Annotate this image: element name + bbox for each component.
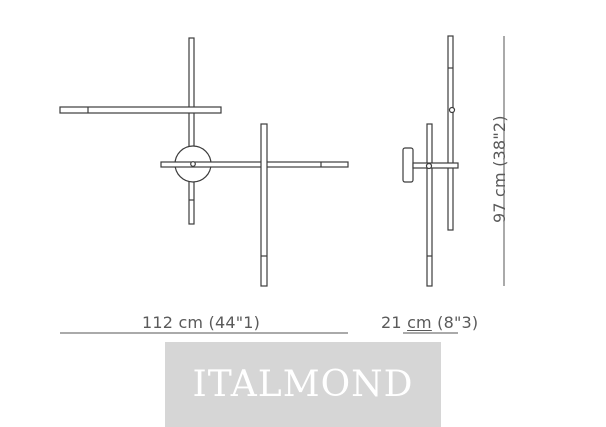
front-bar-upper-horizontal <box>59 106 222 114</box>
front-width-inches: (44"1) <box>208 313 261 332</box>
side-bar-short <box>426 123 433 287</box>
side-pivot-upper <box>448 106 456 114</box>
front-width-unit: cm <box>178 313 204 332</box>
height-label: 97 cm (38"2) <box>490 115 509 223</box>
side-arm <box>412 162 459 169</box>
front-width-value: 112 <box>142 313 174 332</box>
side-pivot-lower <box>425 162 433 170</box>
side-width-value: 21 <box>381 313 402 332</box>
watermark-text: ITALMOND <box>192 364 414 405</box>
front-bar-lower-horizontal <box>160 161 349 168</box>
side-width-label: 21 cm (8"3) <box>381 313 478 332</box>
side-width-unit: cm <box>407 313 432 332</box>
front-view <box>59 37 349 287</box>
front-pivot <box>190 161 196 167</box>
side-view <box>402 35 459 287</box>
side-wall-plate <box>402 147 414 183</box>
front-bar-right-vertical <box>260 123 268 287</box>
side-width-inches: (8"3) <box>437 313 479 332</box>
front-bar-upper-vertical <box>188 37 195 225</box>
watermark: ITALMOND <box>165 342 441 427</box>
side-bar-tall <box>447 35 454 231</box>
front-width-label: 112 cm (44"1) <box>142 313 260 332</box>
